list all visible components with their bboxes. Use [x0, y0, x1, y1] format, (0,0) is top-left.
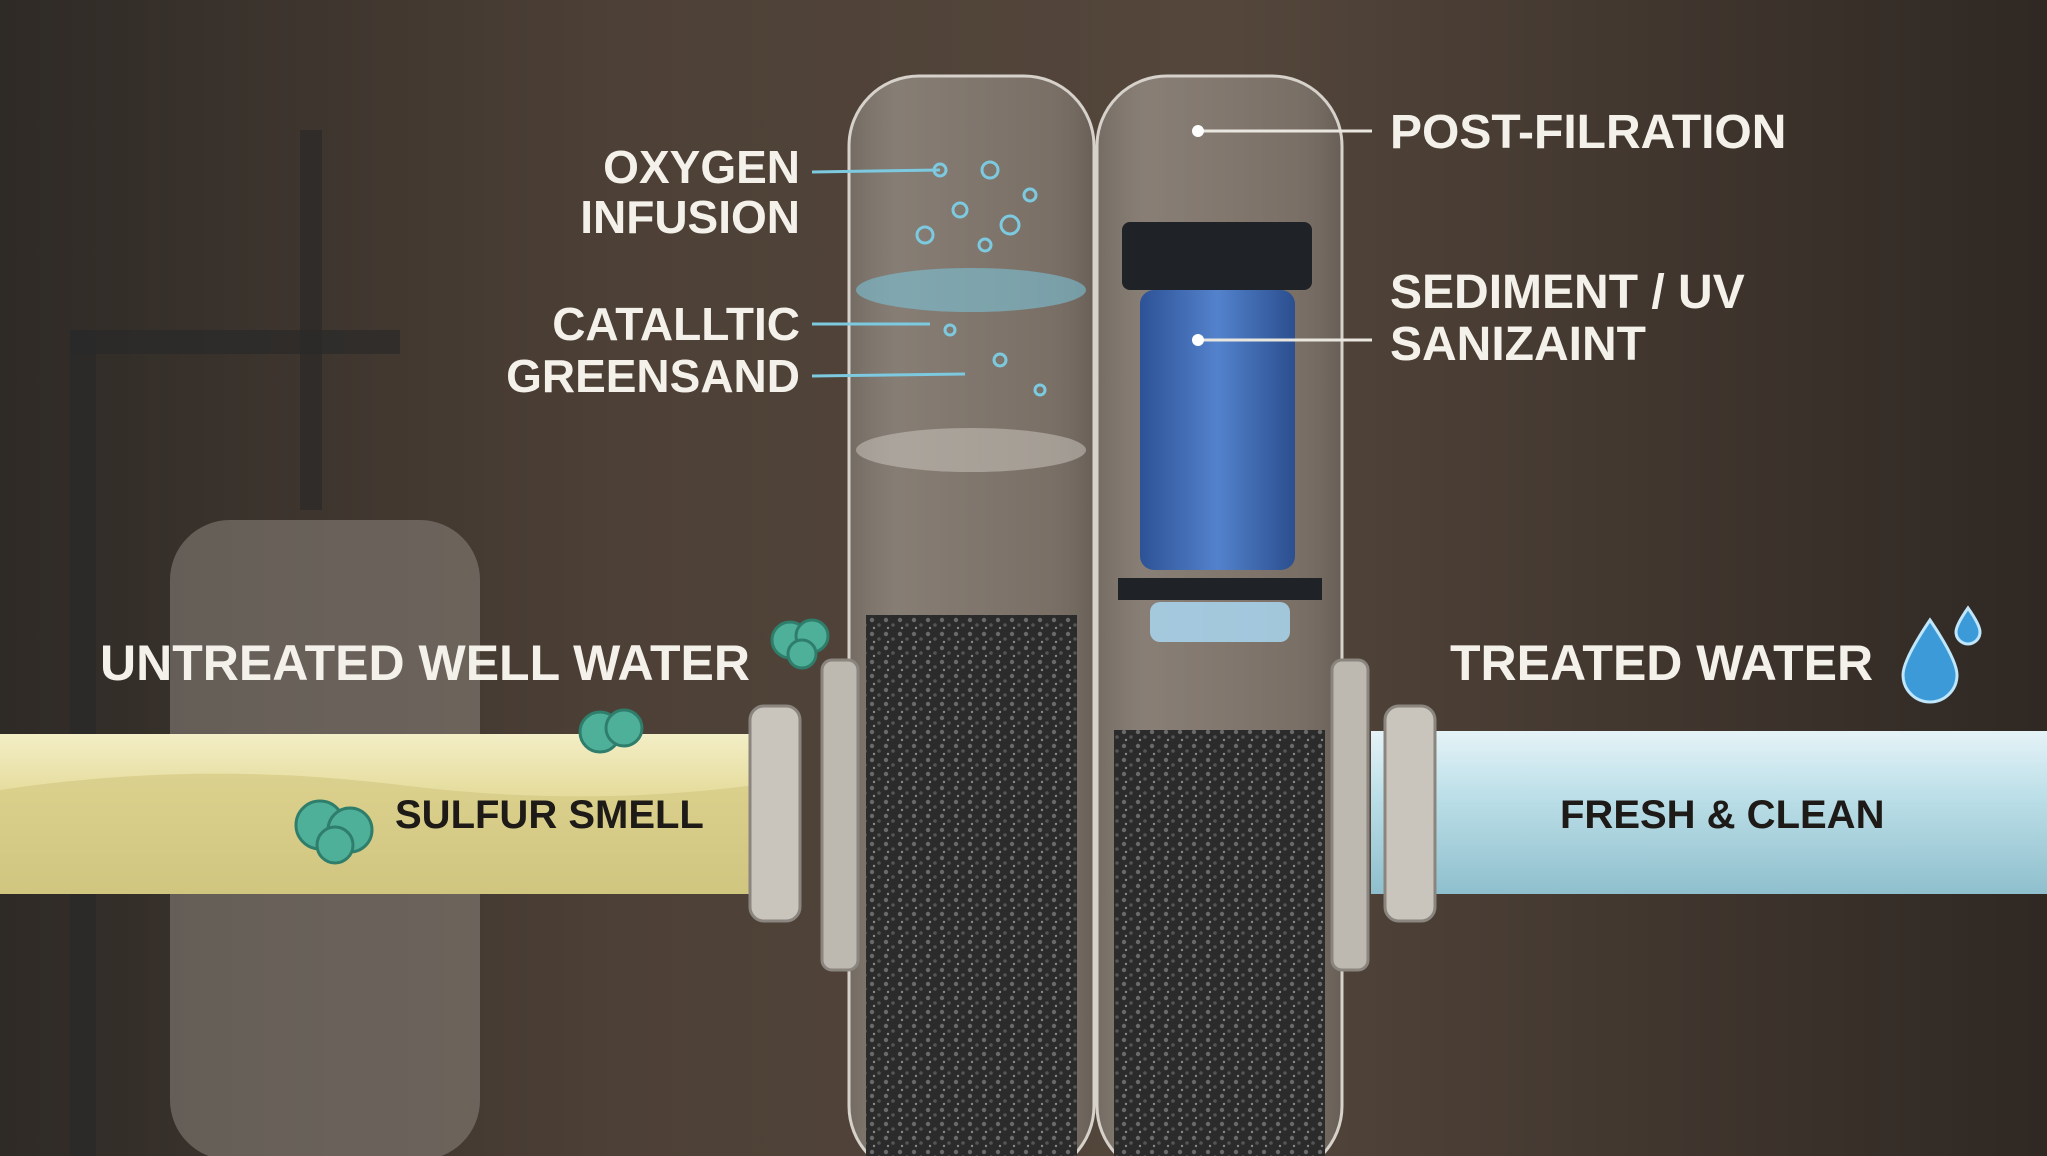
- greensand-column: [820, 74, 1096, 1156]
- fresh-clean-label: FRESH & CLEAN: [1560, 793, 1884, 837]
- sediment-uv-label: SANIZAINT: [1390, 318, 1646, 371]
- treated-pipe: [1371, 704, 2047, 923]
- water-drop-icon: [1901, 605, 1982, 704]
- untreated-water-label: UNTREATED WELL WATER: [100, 635, 750, 691]
- sediment-uv-label: SEDIMENT / UV: [1390, 266, 1745, 319]
- pipe-flange: [748, 704, 802, 923]
- post-filtration-label: POST-FILRATION: [1390, 106, 1786, 159]
- leader-lines: [811, 129, 1372, 378]
- background-pipe: [70, 330, 400, 354]
- uv-lamp: [1150, 602, 1290, 642]
- pipe-flange: [1383, 704, 1437, 923]
- sediment-cartridge: [1140, 290, 1295, 570]
- sulfur-smell-label: SULFUR SMELL: [395, 793, 704, 837]
- diffuser-plate: [856, 428, 1086, 472]
- post-filtration-column: [1095, 74, 1370, 1156]
- oxygen-bubbles: [915, 160, 1047, 397]
- untreated-pipe: [0, 704, 802, 923]
- greensand-label: CATALLTIC: [552, 298, 800, 350]
- greensand-label: GREENSAND: [506, 350, 800, 402]
- treated-water-label: TREATED WATER: [1450, 635, 1873, 691]
- cartridge-cap: [1122, 222, 1312, 290]
- diffuser-plate: [856, 268, 1086, 312]
- oxygen-infusion-label: OXYGEN: [603, 141, 800, 193]
- background-pipe: [300, 130, 322, 510]
- odor-cloud-icon: [294, 618, 830, 865]
- oxygen-infusion-label: INFUSION: [580, 191, 800, 243]
